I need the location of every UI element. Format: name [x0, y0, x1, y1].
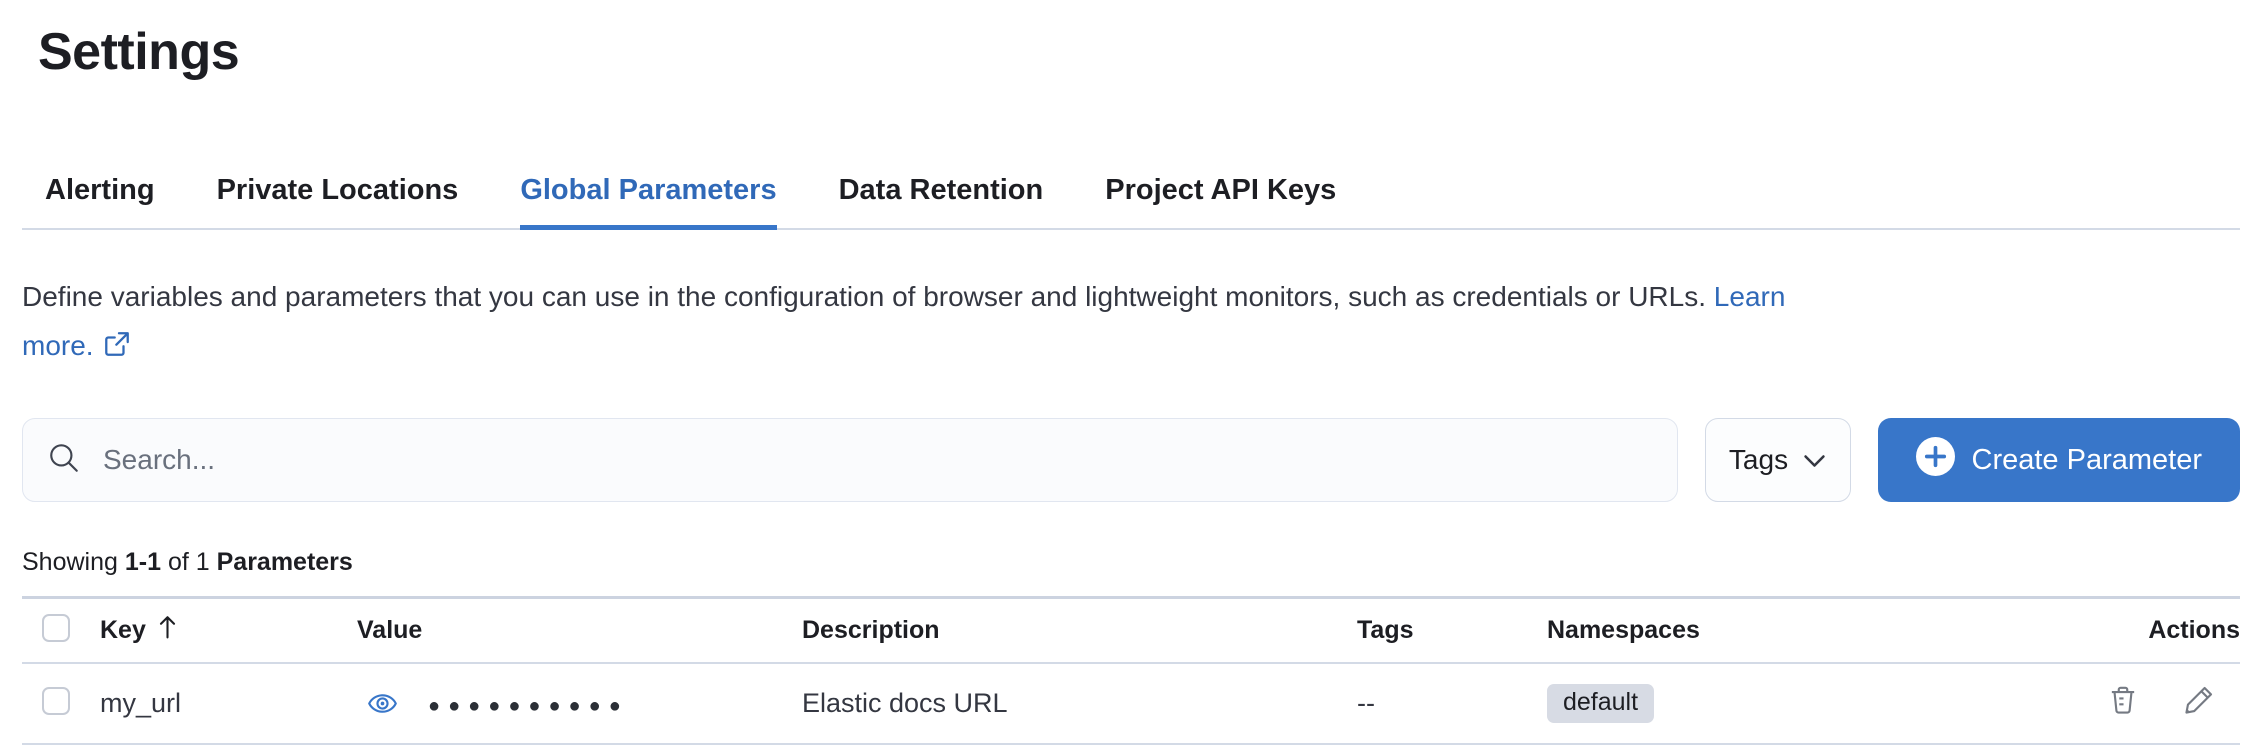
column-header-value: Value — [357, 616, 423, 644]
tab-project-api-keys[interactable]: Project API Keys — [1105, 174, 1336, 230]
table-row: my_url ●●●●●●●●●● Elastic docs URL -- de… — [22, 664, 2240, 745]
header-checkbox-cell — [22, 614, 100, 647]
param-key: my_url — [100, 688, 182, 718]
param-actions — [2082, 683, 2240, 724]
search-icon — [47, 441, 81, 480]
description-text: Define variables and parameters that you… — [22, 281, 1707, 312]
tags-filter-button[interactable]: Tags — [1704, 418, 1851, 502]
results-range: 1-1 — [124, 548, 161, 576]
search-input[interactable] — [103, 444, 1653, 476]
trash-icon[interactable] — [2106, 683, 2140, 717]
parameters-table: Key Value Description Tags Namespaces Ac… — [22, 596, 2240, 745]
learn-more-link[interactable]: Learn more. — [22, 281, 1785, 361]
page-title: Settings — [38, 23, 240, 81]
create-parameter-label: Create Parameter — [1971, 443, 2203, 476]
namespace-badge: default — [1547, 684, 1655, 723]
tab-data-retention[interactable]: Data Retention — [839, 174, 1044, 230]
plus-in-circle-icon — [1915, 436, 1955, 484]
results-entity: Parameters — [216, 548, 353, 576]
param-namespaces: default — [1547, 684, 2082, 723]
pencil-icon[interactable] — [2182, 683, 2216, 717]
tags-filter-label: Tags — [1728, 444, 1789, 475]
row-checkbox[interactable] — [42, 687, 70, 715]
page-description: Define variables and parameters that you… — [22, 272, 2202, 372]
settings-tabs: Alerting Private Locations Global Parame… — [22, 174, 2240, 230]
parameters-toolbar: Tags Create Parameter — [22, 418, 2240, 502]
results-summary: Showing 1-1 of 1 Parameters — [22, 548, 353, 576]
column-header-key[interactable]: Key — [100, 614, 357, 647]
select-all-checkbox[interactable] — [42, 614, 70, 642]
param-masked-value: ●●●●●●●●●● — [428, 694, 629, 717]
column-header-namespaces: Namespaces — [1547, 616, 1700, 644]
row-checkbox-cell — [22, 687, 100, 720]
param-description: Elastic docs URL — [802, 688, 1008, 718]
eye-icon[interactable] — [367, 688, 398, 719]
create-parameter-button[interactable]: Create Parameter — [1877, 418, 2240, 502]
external-link-icon — [104, 323, 130, 372]
arrow-up-icon — [157, 614, 178, 647]
column-header-tags: Tags — [1357, 616, 1414, 644]
column-header-description: Description — [802, 616, 940, 644]
table-header-row: Key Value Description Tags Namespaces Ac… — [22, 599, 2240, 664]
param-value-cell: ●●●●●●●●●● — [357, 688, 802, 719]
settings-page: Settings Alerting Private Locations Glob… — [0, 22, 2262, 745]
search-box[interactable] — [22, 418, 1678, 502]
column-header-actions: Actions — [2148, 616, 2240, 644]
tab-private-locations[interactable]: Private Locations — [217, 174, 459, 230]
tab-global-parameters[interactable]: Global Parameters — [520, 174, 777, 230]
param-tags: -- — [1357, 688, 1375, 718]
chevron-down-icon — [1803, 444, 1826, 476]
tab-alerting[interactable]: Alerting — [45, 174, 155, 230]
